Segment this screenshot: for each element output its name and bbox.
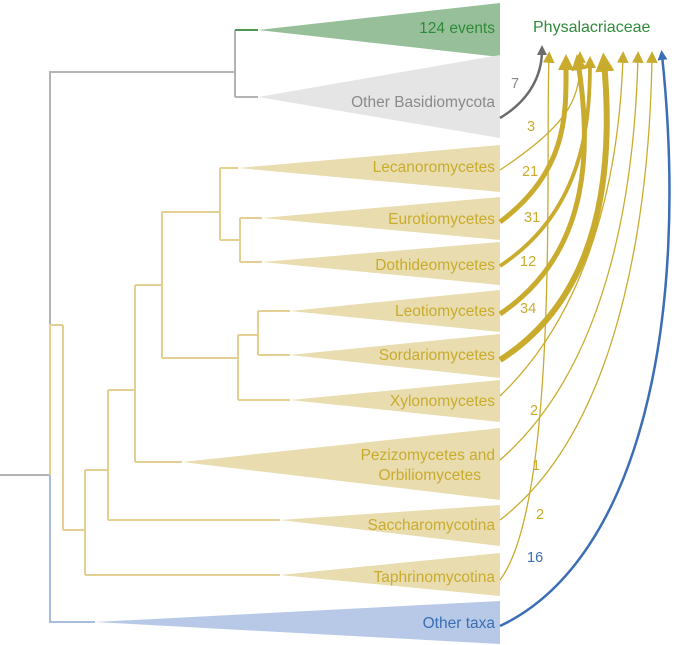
- arrow-leotiomycetes: [498, 54, 588, 317]
- label-lecanoromycetes: Lecanoromycetes: [373, 159, 496, 176]
- label-xylonomycetes: Xylonomycetes: [390, 393, 495, 410]
- triangle-leotiomycetes: [290, 290, 500, 332]
- label-eurotiomycetes: Eurotiomycetes: [388, 211, 495, 228]
- triangle-internal-events: [258, 3, 500, 57]
- count-ascomycota-top: 3: [527, 119, 535, 135]
- count-eurotiomycetes: 31: [524, 210, 540, 226]
- triangle-other-basidiomycota: [258, 55, 500, 138]
- triangle-dothideomycetes: [262, 242, 500, 285]
- triangle-pezizomycetes: [182, 428, 500, 500]
- arrow-xylonomycetes: [499, 51, 629, 397]
- clade-triangles: [95, 3, 500, 644]
- count-labels: 7 3 21 31 12 34 2 1 2 16: [511, 76, 544, 566]
- triangle-other-taxa: [95, 601, 500, 644]
- tree-gray-branches: [0, 29, 258, 476]
- arrow-taphrinomycotina: [499, 51, 555, 581]
- count-other-taxa: 16: [527, 550, 543, 566]
- count-leotiomycetes: 34: [520, 301, 536, 317]
- arrow-eurotiomycetes: [498, 53, 575, 225]
- label-internal-events: 124 events: [419, 20, 495, 37]
- label-sordariomycetes: Sordariomycetes: [379, 347, 496, 364]
- triangle-saccharomycotina: [280, 505, 500, 546]
- label-other-basidiomycota: Other Basidiomycota: [351, 94, 495, 111]
- arrow-pezizomycetes: [499, 51, 644, 461]
- triangle-lecanoromycetes: [238, 145, 500, 192]
- count-pezizomycetes: 1: [532, 458, 540, 474]
- arrow-sordariomycetes: [498, 52, 615, 363]
- arrow-other-basidiomycota: [499, 45, 547, 120]
- label-pezizomycetes-line2: Orbiliomycetes: [379, 467, 482, 484]
- count-xylonomycetes: 2: [530, 403, 538, 419]
- triangle-taphrinomycotina: [280, 553, 500, 596]
- transfer-arrows: [498, 45, 671, 628]
- arrow-dothideomycetes: [498, 55, 597, 268]
- count-saccharomycotina: 2: [536, 507, 544, 523]
- label-leotiomycetes: Leotiomycetes: [395, 303, 495, 320]
- label-dothideomycetes: Dothideomycetes: [375, 257, 495, 274]
- label-pezizomycetes-line1: Pezizomycetes and: [361, 447, 495, 464]
- label-taphrinomycotina: Taphrinomycotina: [374, 569, 496, 586]
- count-other-basidiomycota: 7: [511, 76, 519, 92]
- arrow-other-taxa: [499, 50, 671, 628]
- arrow-saccharomycotina: [499, 51, 658, 521]
- target-label-physalacriaceae: Physalacriaceae: [533, 19, 651, 36]
- root-to-other-taxa: [49, 475, 95, 623]
- root-to-basidio-branch: [49, 71, 235, 475]
- root-to-ascomycota: [49, 324, 63, 475]
- triangle-sordariomycetes: [290, 334, 500, 378]
- count-lecanoromycetes: 21: [522, 164, 538, 180]
- label-saccharomycotina: Saccharomycotina: [367, 517, 495, 534]
- clade-labels: 124 events Other Basidiomycota Lecanorom…: [351, 20, 495, 632]
- triangle-eurotiomycetes: [262, 197, 500, 240]
- triangle-xylonomycetes: [290, 380, 500, 422]
- count-dothideomycetes: 12: [520, 254, 536, 270]
- label-other-taxa: Other taxa: [423, 615, 496, 632]
- tree-ascomycota-branches: [62, 167, 290, 576]
